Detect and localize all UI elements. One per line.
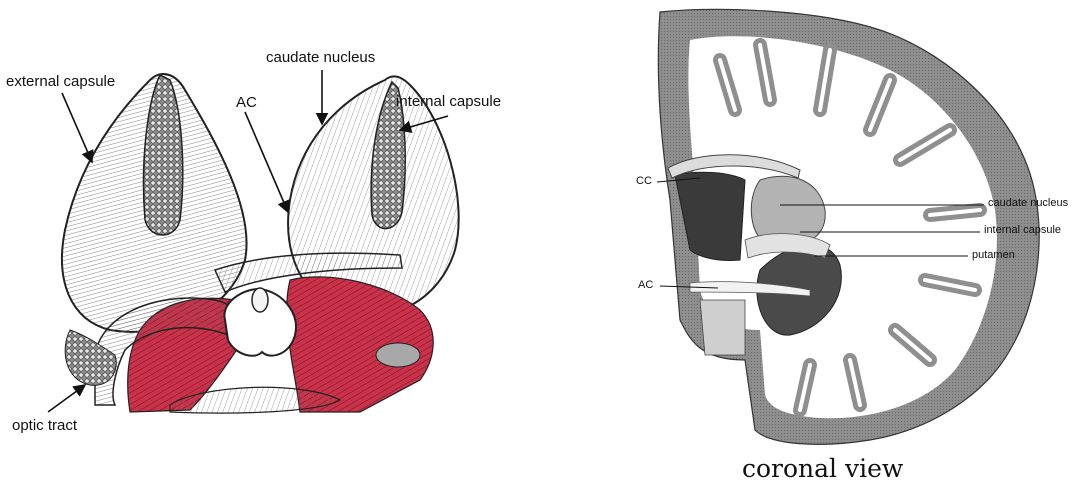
putamen-mass	[757, 245, 842, 335]
arrow-ac	[245, 112, 288, 212]
midline-structures	[700, 300, 745, 355]
label-caudate-nucleus-right: caudate nucleus	[988, 198, 1068, 209]
caption-coronal-view: coronal view	[742, 454, 903, 483]
corpus-callosum	[668, 155, 800, 178]
right-cut-surface	[376, 343, 420, 367]
leader-cc	[657, 178, 700, 182]
sulcus-lines	[720, 45, 980, 410]
internal-capsule-band	[745, 234, 830, 258]
pituitary-stalk	[252, 288, 268, 312]
label-cc: CC	[636, 176, 652, 187]
anterior-commissure-coronal	[690, 282, 810, 296]
arrow-external-capsule	[62, 93, 92, 162]
label-external-capsule: external capsule	[6, 74, 115, 89]
lateral-ventricle	[675, 172, 745, 260]
label-ac-right: AC	[638, 280, 653, 291]
sulcus-inner-lines	[720, 45, 980, 410]
label-putamen: putamen	[972, 250, 1015, 261]
label-optic-tract: optic tract	[12, 418, 77, 433]
caudate-nucleus-mass	[751, 176, 825, 246]
label-internal-capsule-right: internal capsule	[984, 225, 1061, 236]
arrow-optic-tract	[48, 385, 85, 412]
white-matter	[688, 36, 997, 418]
label-ac-left: AC	[236, 95, 257, 110]
label-caudate-nucleus: caudate nucleus	[266, 50, 375, 65]
label-internal-capsule: internal capsule	[396, 94, 501, 109]
cortex-gray-matter	[658, 9, 1039, 444]
leader-ac	[660, 286, 718, 288]
